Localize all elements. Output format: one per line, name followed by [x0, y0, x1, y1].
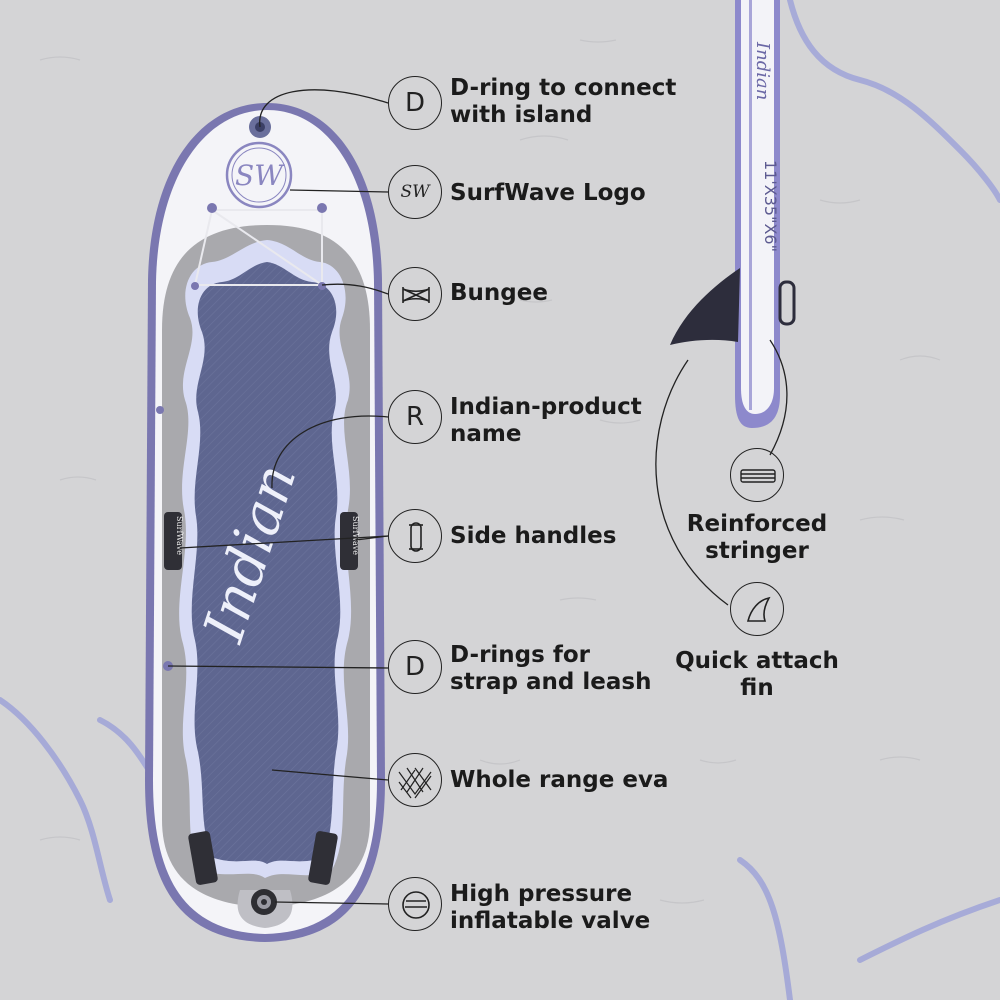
bungee-cords — [194, 209, 323, 286]
callout-line-product-name — [271, 415, 389, 489]
callout-line-side-handles-right — [355, 535, 389, 541]
handle-icon — [388, 509, 442, 563]
paddle-board-top-view: SW SurfWave — [145, 103, 385, 942]
feature-label-side-handles: Side handles — [450, 523, 617, 549]
feature-label-bungee: Bungee — [450, 280, 548, 306]
feature-label-stringer: Reinforced stringer — [686, 511, 828, 564]
callout-line-logo — [289, 189, 389, 193]
bungee-icon — [388, 267, 442, 321]
handle-brand-right: SurfWave — [351, 516, 360, 555]
d-letter-icon: D — [388, 640, 442, 694]
valve-icon — [388, 877, 442, 931]
inflation-valve — [237, 889, 293, 928]
fin-icon — [730, 582, 784, 636]
stringer-icon — [730, 448, 784, 502]
board-logo: SW — [225, 141, 293, 209]
eva-mesh-icon — [388, 753, 442, 807]
surfwave-logo-icon: SW — [388, 165, 442, 219]
callout-line-eva — [271, 769, 389, 781]
side-d-ring — [156, 406, 164, 414]
tail-handles — [188, 831, 338, 885]
callout-line-stringer — [769, 339, 788, 456]
side-board-stripe-line — [749, 0, 752, 410]
feature-label-d-ring-island: D-ring to connect with island — [450, 75, 677, 128]
callout-line-fin — [655, 359, 729, 606]
bungee-anchors — [191, 203, 327, 290]
d-letter-icon: D — [388, 76, 442, 130]
board-logo-text: SW — [235, 159, 285, 192]
side-fin — [670, 268, 740, 345]
callout-line-side-handles-left — [179, 535, 389, 549]
feature-label-product-name: Indian-product name — [450, 394, 642, 447]
background-texture — [39, 39, 941, 904]
side-carry-handle — [778, 280, 796, 326]
callout-line-d-rings-strap — [167, 665, 389, 669]
eva-deck-pad — [191, 262, 341, 864]
feature-label-valve: High pressure inflatable valve — [450, 881, 651, 934]
handle-brand-left: SurfWave — [175, 516, 184, 555]
feature-label-d-rings-strap: D-rings for strap and leash — [450, 642, 652, 695]
feature-label-fin: Quick attach fin — [675, 648, 839, 701]
side-size-text: 11'X35"X6" — [761, 160, 780, 252]
feature-label-eva: Whole range eva — [450, 767, 669, 793]
callout-lines — [167, 89, 788, 905]
side-handle-right: SurfWave — [340, 512, 360, 570]
side-handle-left: SurfWave — [164, 512, 184, 570]
callout-line-valve — [274, 901, 389, 905]
callout-line-d-ring-island — [259, 89, 389, 128]
paddle-board-side-view: Indian 11'X35"X6" — [670, 0, 796, 428]
feature-label-logo: SurfWave Logo — [450, 180, 646, 206]
r-letter-icon: R — [388, 390, 442, 444]
callout-line-bungee — [321, 283, 389, 295]
side-script-name: Indian — [752, 41, 773, 100]
